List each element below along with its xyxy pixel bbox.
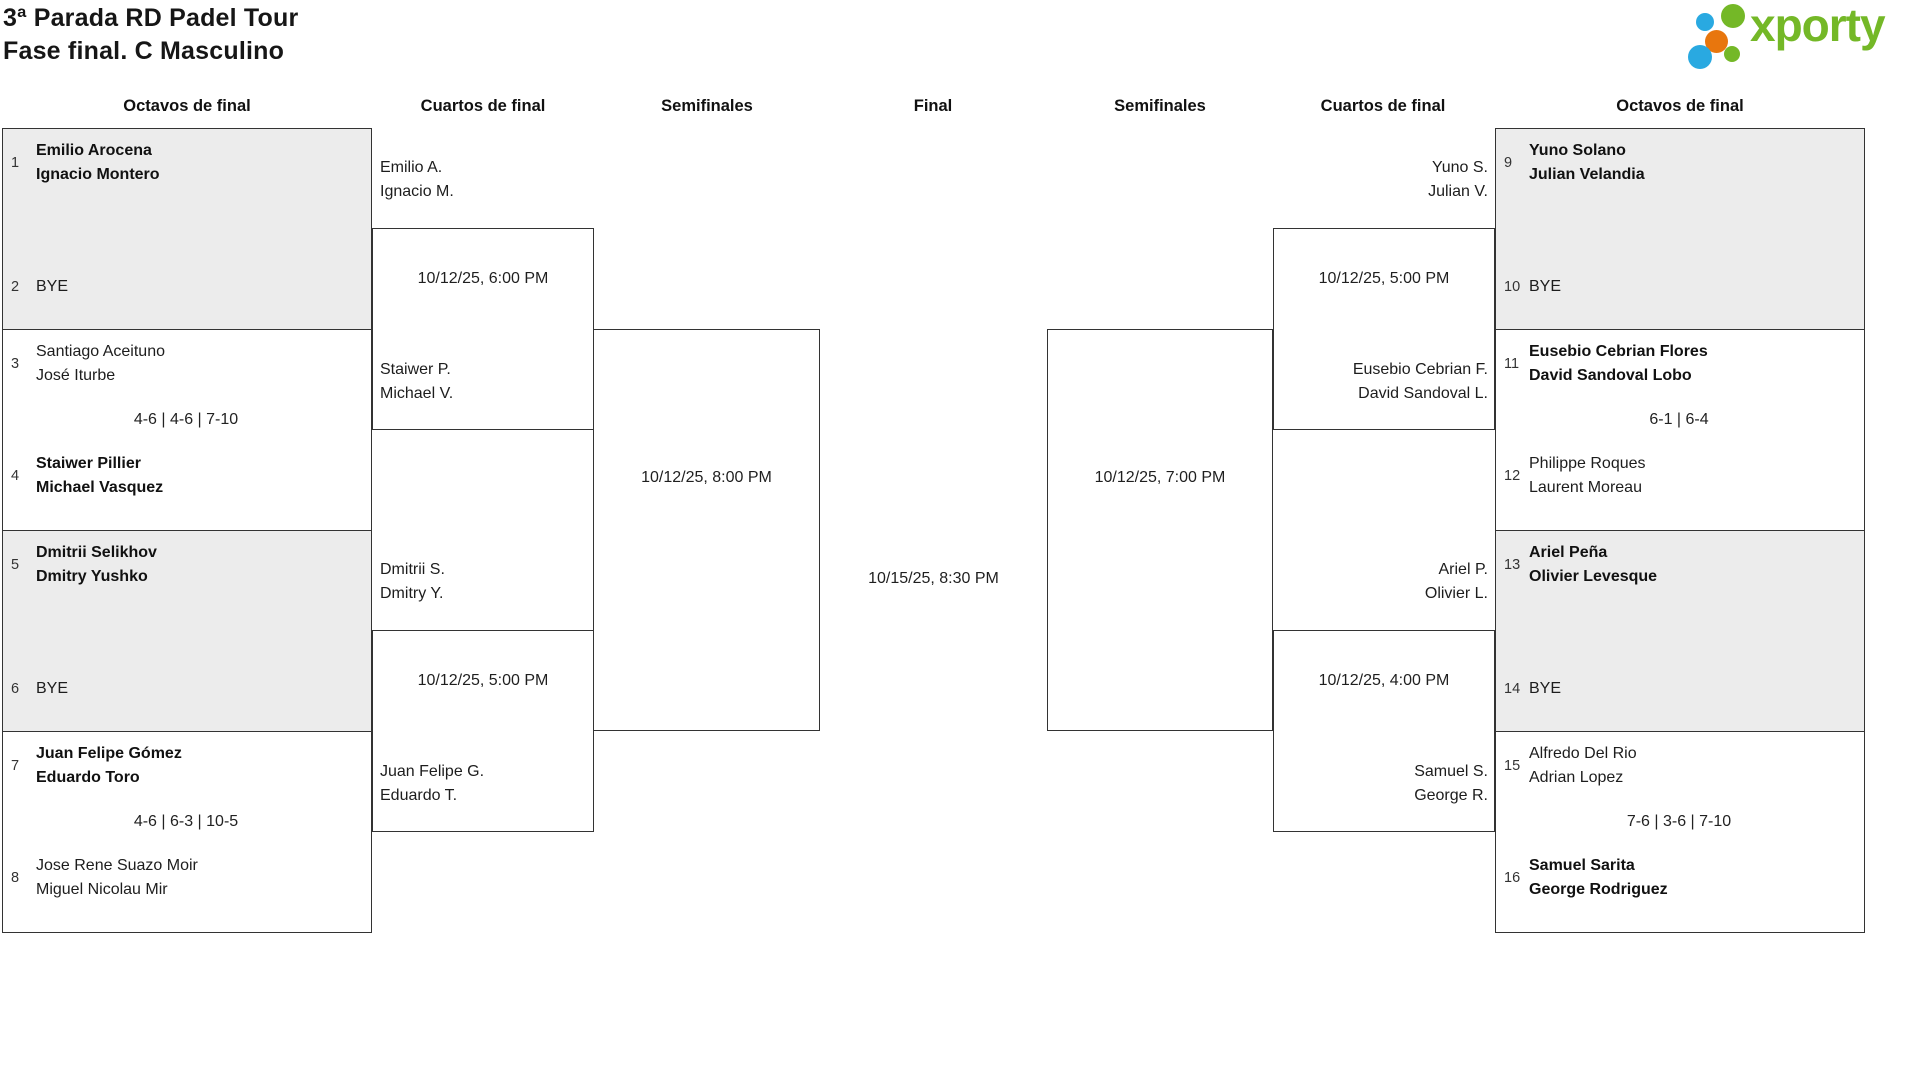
qf-box-left-bottom (372, 630, 594, 832)
match-score: 7-6 | 3-6 | 7-10 (1626, 813, 1732, 830)
seed-number: 15 (1504, 758, 1521, 774)
seed-number: 14 (1504, 681, 1521, 697)
team-names: BYE (1529, 278, 1562, 295)
logo-dot-icon (1724, 46, 1740, 62)
seed-number: 10 (1504, 279, 1521, 295)
logo-dot-icon (1721, 4, 1745, 28)
team-names: BYE (1529, 680, 1562, 697)
xporty-logo: xporty (1688, 0, 1916, 69)
qf-team-names: Staiwer P.Michael V. (380, 361, 454, 402)
seed-number: 8 (11, 870, 20, 886)
seed-number: 7 (11, 758, 20, 774)
match-score: 4-6 | 4-6 | 7-10 (133, 411, 239, 428)
column-header-final: Final (913, 97, 953, 115)
team-names: BYE (36, 278, 69, 295)
seed-number: 13 (1504, 557, 1521, 573)
team-slot: 2 BYE (11, 275, 361, 299)
sf-date: 10/12/25, 7:00 PM (1094, 469, 1226, 486)
seed-number: 5 (11, 557, 20, 573)
column-header-semifinales-right: Semifinales (1114, 97, 1206, 115)
seed-number: 1 (11, 155, 20, 171)
final-date: 10/15/25, 8:30 PM (868, 570, 999, 587)
match-score: 6-1 | 6-4 (1649, 411, 1709, 428)
logo-dot-icon (1696, 13, 1714, 31)
qf-team-names: Emilio A.Ignacio M. (380, 159, 454, 200)
qf-box-right-bottom (1273, 630, 1495, 832)
team-slot: 10 BYE (1504, 275, 1854, 299)
sf-box-left (593, 329, 820, 731)
seed-number: 16 (1504, 870, 1521, 886)
sf-date: 10/12/25, 8:00 PM (641, 469, 772, 486)
column-header-octavos-left: Octavos de final (123, 97, 251, 115)
qf-team-names: Dmitrii S.Dmitry Y. (380, 561, 445, 602)
qf-team-names: Samuel S.George R. (1414, 763, 1488, 804)
tournament-name: 3ª Parada RD Padel Tour (3, 4, 299, 32)
qf-team-names: Ariel P.Olivier L. (1424, 561, 1488, 602)
seed-number: 6 (11, 681, 20, 697)
seed-number: 12 (1504, 468, 1521, 484)
qf-team-names: Eusebio Cebrian F.David Sandoval L. (1352, 361, 1488, 402)
seed-number: 11 (1504, 356, 1520, 372)
qf-date: 10/12/25, 5:00 PM (1318, 270, 1450, 287)
team-slot: 14 BYE (1504, 677, 1854, 701)
team-slot: 6 BYE (11, 677, 361, 701)
sf-box-right (1047, 329, 1273, 731)
seed-number: 2 (11, 279, 20, 295)
seed-number: 9 (1504, 155, 1513, 171)
phase-category: Fase final. C Masculino (3, 37, 285, 65)
logo-dot-icon (1688, 45, 1712, 69)
qf-date: 10/12/25, 6:00 PM (417, 270, 549, 287)
logo-wordmark: xporty (1750, 0, 1886, 51)
qf-team-names: Yuno S.Julian V. (1428, 159, 1488, 200)
column-header-octavos-right: Octavos de final (1616, 97, 1744, 115)
page-title: 3ª Parada RD Padel Tour Fase final. C Ma… (3, 2, 298, 68)
column-header-semifinales-left: Semifinales (661, 97, 753, 115)
qf-date: 10/12/25, 5:00 PM (417, 672, 549, 689)
seed-number: 4 (11, 468, 20, 484)
logo-dot-icon (1705, 30, 1728, 53)
seed-number: 3 (11, 356, 20, 372)
column-header-cuartos-right: Cuartos de final (1320, 97, 1446, 115)
qf-date: 10/12/25, 4:00 PM (1318, 672, 1450, 689)
match-score: 4-6 | 6-3 | 10-5 (133, 813, 239, 830)
qf-box-right-top (1273, 228, 1495, 430)
column-header-cuartos-left: Cuartos de final (420, 97, 546, 115)
team-names: BYE (36, 680, 69, 697)
qf-team-names: Juan Felipe G.Eduardo T. (380, 763, 485, 804)
